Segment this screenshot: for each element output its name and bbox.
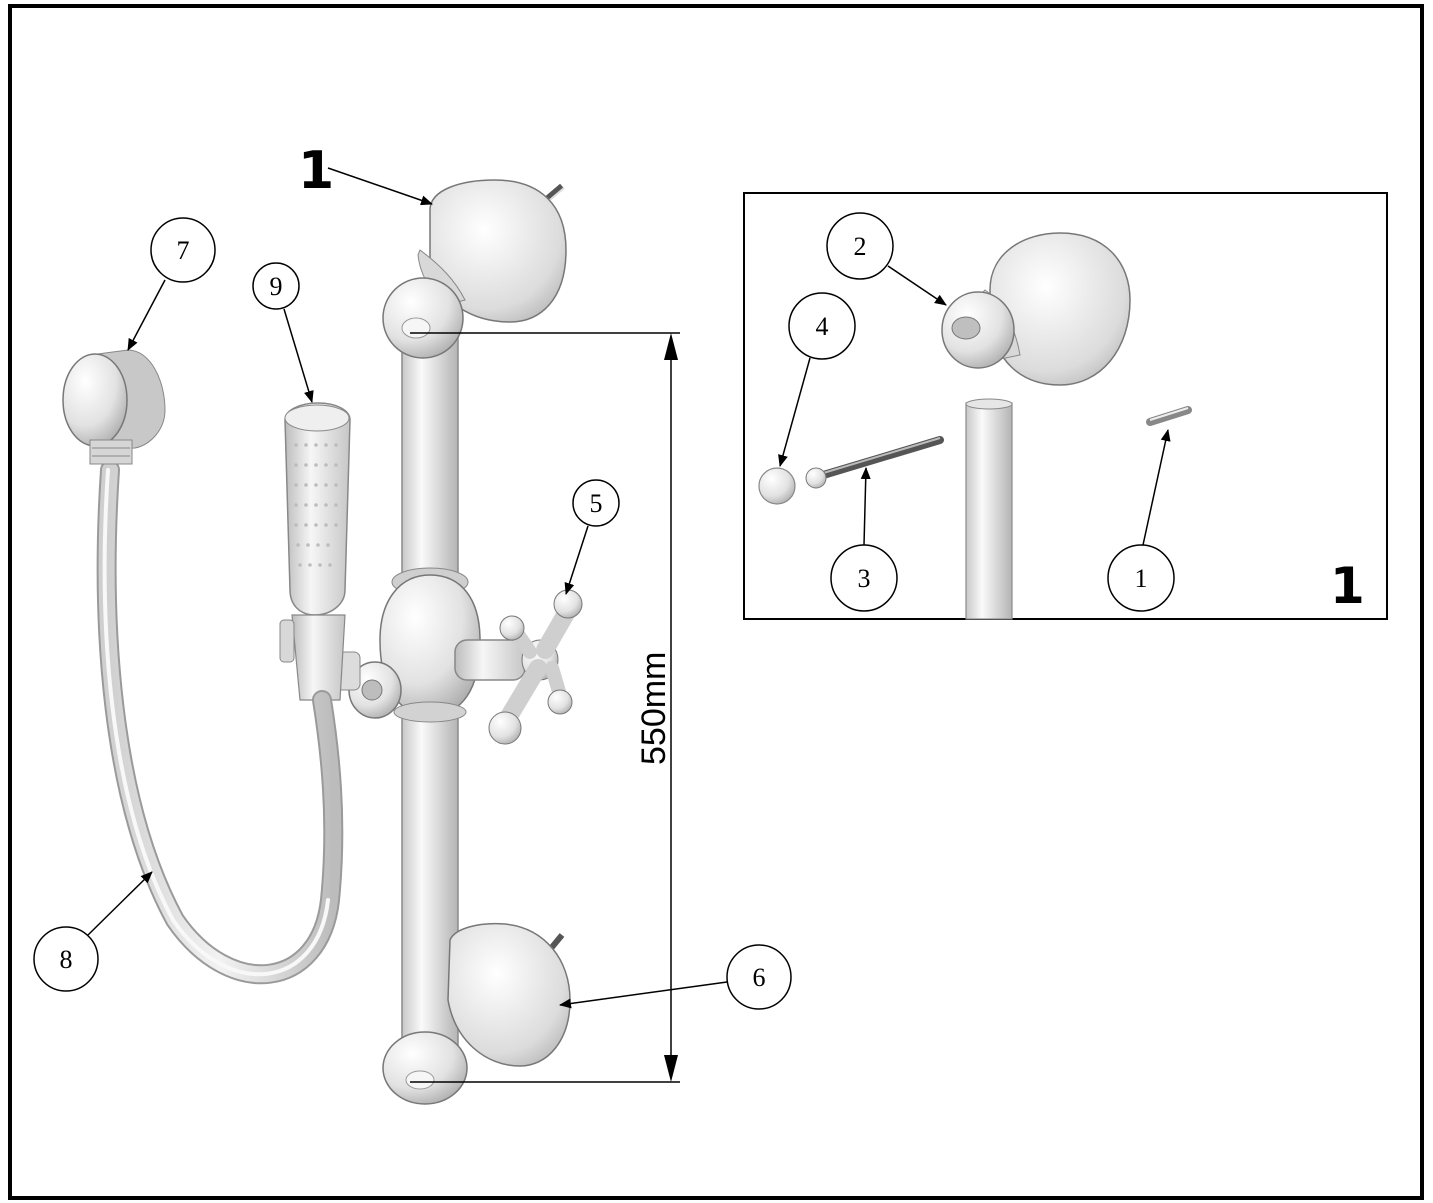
callout-8-circle (33, 926, 99, 992)
top-wall-bracket (417, 179, 567, 323)
main-callouts: 1 7 9 5 8 6 (33, 141, 792, 1010)
cross-handle-knob (454, 589, 583, 745)
detail-callout-4-circle (788, 292, 856, 360)
callout-6: 6 (753, 963, 766, 992)
detail-bracket (941, 232, 1131, 386)
callout-6-circle (726, 944, 792, 1010)
top-end-ball (382, 277, 464, 359)
callout-5-circle (572, 479, 620, 527)
drawing-border (8, 4, 1424, 1200)
wall-outlet-elbow (62, 349, 166, 465)
hand-shower-head (279, 402, 351, 701)
detail-rod (965, 402, 1013, 620)
callout-9: 9 (270, 272, 283, 301)
detail-callout-3: 3 (858, 564, 871, 593)
callout-7: 7 (177, 236, 190, 265)
main-assembly (62, 179, 583, 1105)
bottom-wall-bracket (447, 922, 571, 1067)
callout-8: 8 (60, 945, 73, 974)
detail-view-label: 1 (1330, 557, 1365, 615)
bottom-end-ball (382, 1031, 468, 1105)
slider-body (329, 567, 481, 723)
callout-9-circle (252, 262, 300, 310)
detail-callout-2: 2 (854, 232, 867, 261)
detail-callout-4: 4 (816, 312, 829, 341)
dimension-label: 550mm (635, 652, 673, 765)
callout-1-main: 1 (298, 141, 334, 201)
callout-5: 5 (590, 489, 603, 518)
detail-callout-1-circle (1107, 544, 1175, 612)
detail-screw-rod (805, 436, 944, 489)
detail-callout-1: 1 (1135, 564, 1148, 593)
detail-end-cap (758, 467, 796, 505)
callout-7-circle (150, 217, 216, 283)
detail-wall-plug (1146, 406, 1192, 426)
detail-view-panel: 2 4 3 1 1 (743, 192, 1388, 620)
detail-callout-2-circle (826, 212, 894, 280)
rail-length-dimension: 550mm (410, 332, 680, 1083)
